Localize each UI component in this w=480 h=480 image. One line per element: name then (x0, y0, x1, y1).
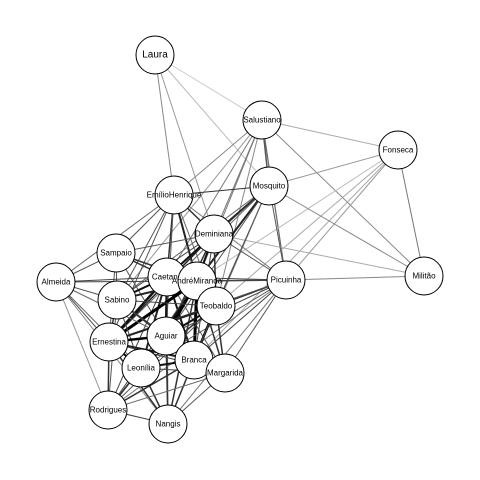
node-Leonilia: Leonília (121, 348, 161, 388)
edge-Militao-Picuinha (285, 275, 425, 281)
node-label: Caetano (152, 273, 183, 282)
node-circle (96, 233, 136, 273)
node-circle (249, 166, 289, 206)
node-label: Aguiar (154, 332, 177, 341)
node-circle (146, 316, 186, 356)
edge-Salustiano-AndreMiranda (196, 119, 263, 282)
node-Nangis: Nangis (148, 404, 188, 444)
edge-Margarida-Rodrigues (107, 372, 226, 411)
node-circle (36, 262, 76, 302)
node-label: Laura (142, 50, 168, 61)
node-label: Margarida (207, 369, 244, 378)
node-Teobaldo: Teobaldo (196, 286, 236, 326)
node-circle (378, 130, 418, 170)
edge-Picuinha-Branca (193, 279, 287, 361)
node-Ernestina: Ernestina (89, 322, 129, 362)
node-label: Sampaio (100, 249, 132, 258)
node-label: Almeida (42, 278, 71, 287)
edge-Militao-Mosquito (268, 185, 425, 277)
node-Deminiana: Deminiana (194, 214, 234, 254)
node-circle (97, 280, 137, 320)
node-Militao: Militão (404, 256, 444, 296)
edge-Fonseca-Picuinha (285, 149, 399, 281)
node-label: Salustiano (243, 116, 281, 125)
node-circle (205, 353, 245, 393)
node-circle (404, 256, 444, 296)
edge-Laura-Mosquito (154, 54, 270, 187)
edge-Teobaldo-Rodrigues (107, 305, 217, 411)
node-circle (89, 322, 129, 362)
edge-Laura-Deminiana (154, 54, 215, 235)
node-label: Teobaldo (200, 302, 233, 311)
edge-Caetano-Rodrigues (107, 276, 168, 411)
node-Almeida: Almeida (36, 262, 76, 302)
node-label: Militão (412, 272, 436, 281)
node-Laura: Laura (135, 35, 175, 75)
node-circle (242, 100, 282, 140)
node-label: Leonília (127, 364, 156, 373)
edge-Militao-Deminiana (213, 233, 425, 277)
node-label: Nangis (156, 420, 181, 429)
edge-Fonseca-Mosquito (268, 149, 399, 187)
node-label: Sabino (105, 296, 130, 305)
node-circle (196, 286, 236, 326)
node-label: Branca (181, 356, 207, 365)
edge-Salustiano-Fonseca (261, 119, 399, 151)
node-Salustiano: Salustiano (242, 100, 282, 140)
edge-Picuinha-Nangis (167, 279, 287, 425)
edge-Almeida-Leonilia (55, 281, 142, 369)
node-circle (148, 404, 188, 444)
node-Fonseca: Fonseca (378, 130, 418, 170)
node-Sabino: Sabino (97, 280, 137, 320)
node-Picuinha: Picuinha (266, 260, 306, 300)
node-Aguiar: Aguiar (146, 316, 186, 356)
node-label: Fonseca (383, 146, 414, 155)
node-EmilioHenrique: EmílioHenrique (147, 175, 202, 215)
edge-Salustiano-Militao (261, 119, 425, 277)
node-Mosquito: Mosquito (249, 166, 289, 206)
node-Rodrigues: Rodrigues (88, 390, 128, 430)
node-label: Picuinha (271, 276, 302, 285)
node-circle (194, 214, 234, 254)
node-circle (88, 390, 128, 430)
node-circle (135, 35, 175, 75)
node-label: Rodrigues (90, 406, 126, 415)
node-Margarida: Margarida (205, 353, 245, 393)
edge-Almeida-Rodrigues (55, 281, 109, 411)
edge-Fonseca-Branca (193, 149, 399, 361)
edge-Fonseca-Militao (397, 149, 425, 277)
edge-Fonseca-AndreMiranda (196, 149, 399, 282)
node-circle (266, 260, 306, 300)
edge-Laura-Salustiano (154, 54, 263, 121)
edge-Mosquito-Aguiar (165, 185, 270, 337)
node-Sampaio: Sampaio (96, 233, 136, 273)
node-label: EmílioHenrique (147, 191, 202, 200)
node-label: AndréMiranda (172, 277, 223, 286)
node-label: Mosquito (253, 182, 286, 191)
node-label: Deminiana (195, 230, 234, 239)
node-circle (154, 175, 194, 215)
edge-Fonseca-Teobaldo (215, 149, 399, 307)
edge-Laura-EmilioHenrique (154, 54, 175, 196)
node-circle (121, 348, 161, 388)
node-label: Ernestina (92, 338, 126, 347)
